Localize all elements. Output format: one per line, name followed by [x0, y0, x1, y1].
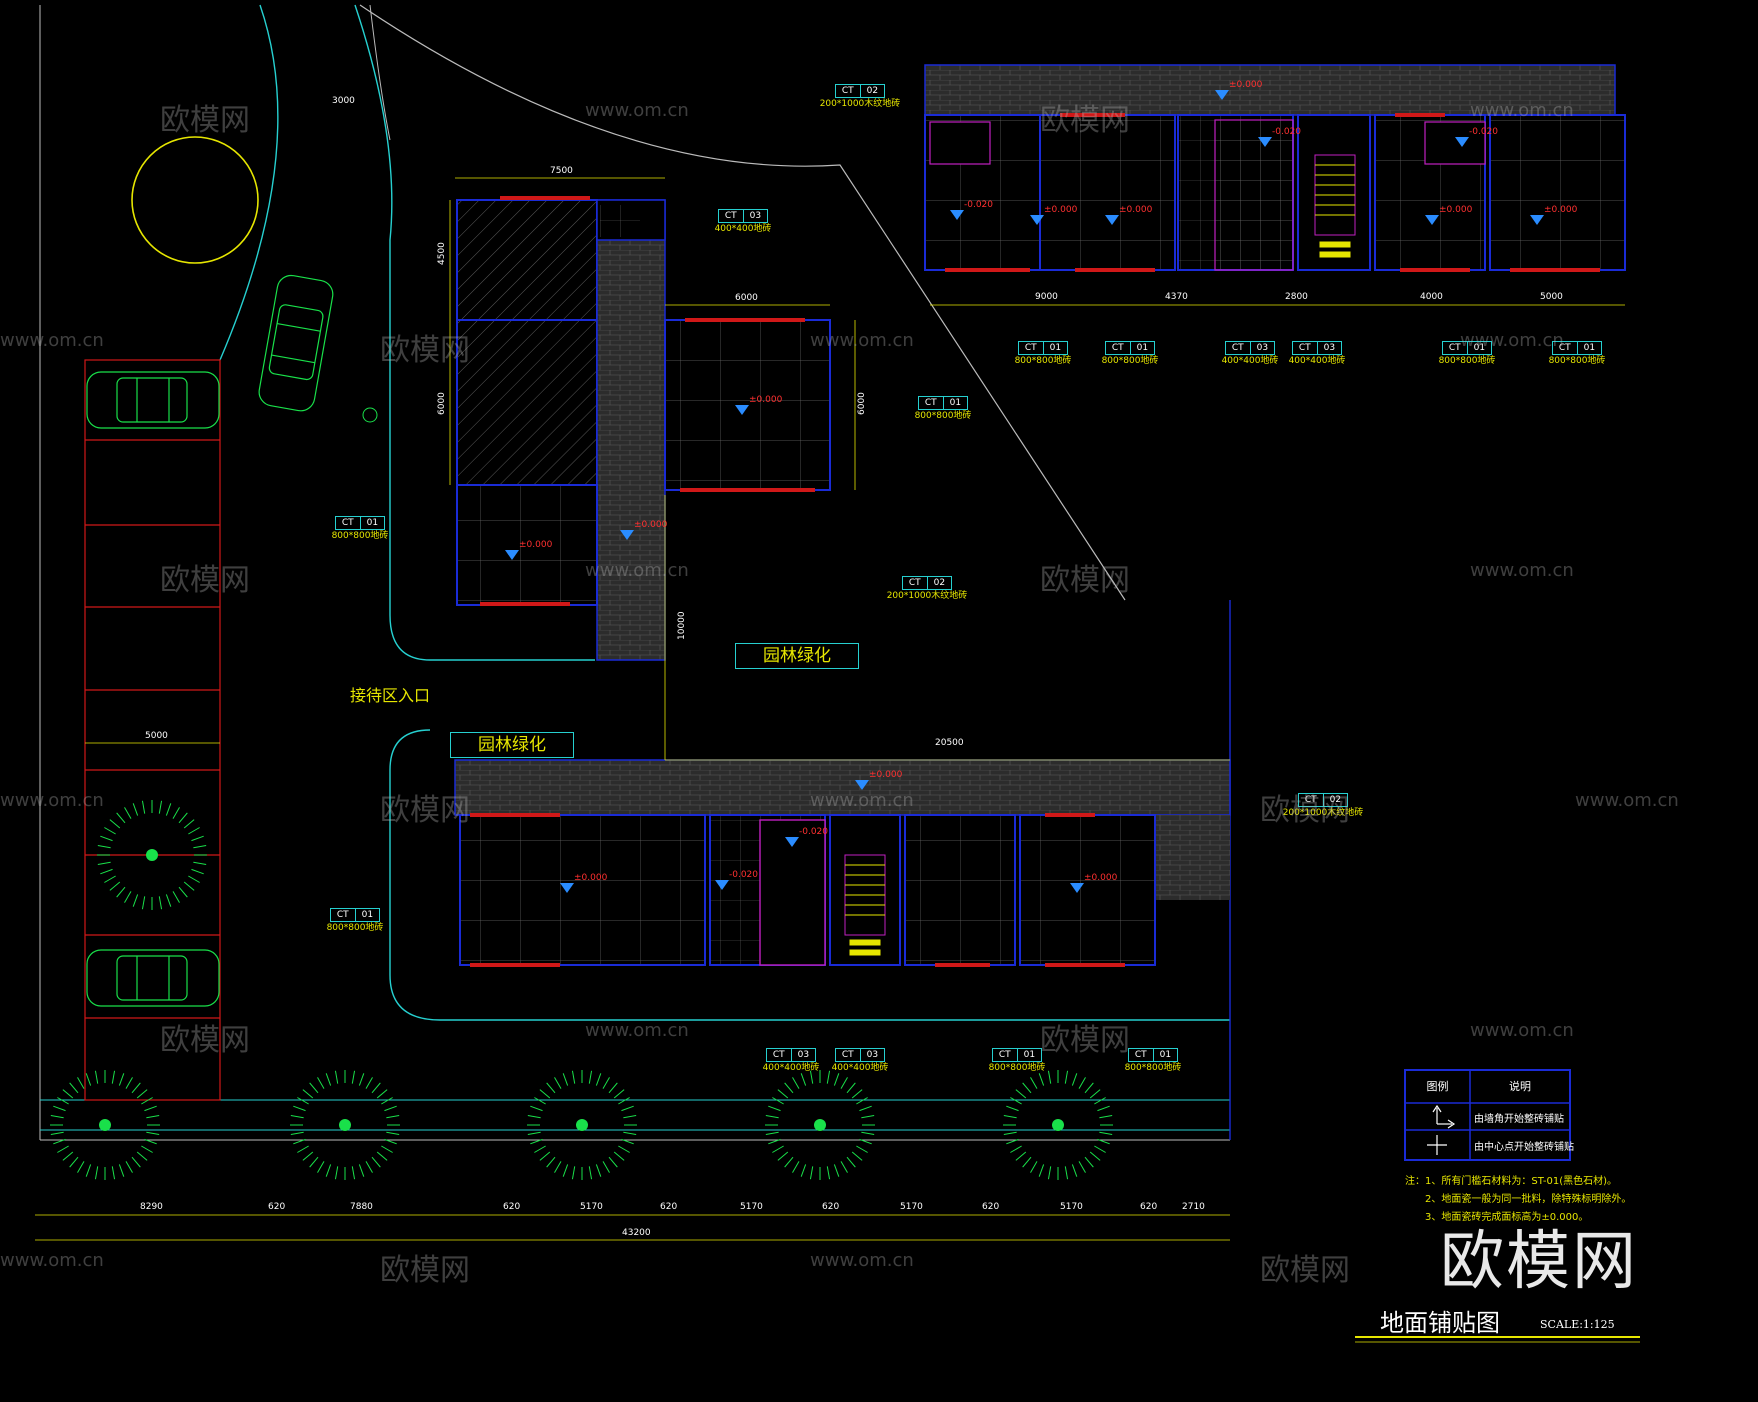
tree-icon: [765, 1070, 875, 1180]
car-icon: [258, 274, 334, 412]
wall-corner-start-icon: [1432, 1104, 1456, 1129]
tree-icon: [527, 1070, 637, 1180]
tree-group: [50, 800, 1113, 1180]
tree-icon: [1003, 1070, 1113, 1180]
parking-area: [84, 359, 221, 1101]
tree-icon: [50, 1070, 160, 1180]
upper-wing: [456, 196, 831, 661]
stair-upper: [1314, 154, 1356, 258]
small-shrub-icon: [362, 407, 378, 423]
legend-table: [1404, 1069, 1571, 1161]
tree-icon: [290, 1070, 400, 1180]
annex-building: [924, 64, 1626, 272]
lower-wing: [454, 759, 1231, 967]
center-point-start-icon: [1427, 1135, 1447, 1155]
car-icon: [86, 371, 220, 429]
car-icon: [86, 949, 220, 1007]
dimension-lines: [35, 177, 1625, 1241]
stair-lower: [844, 854, 886, 956]
tree-icon: [97, 800, 207, 910]
roundabout-circle: [131, 136, 259, 264]
site-lines: [39, 4, 1230, 1141]
